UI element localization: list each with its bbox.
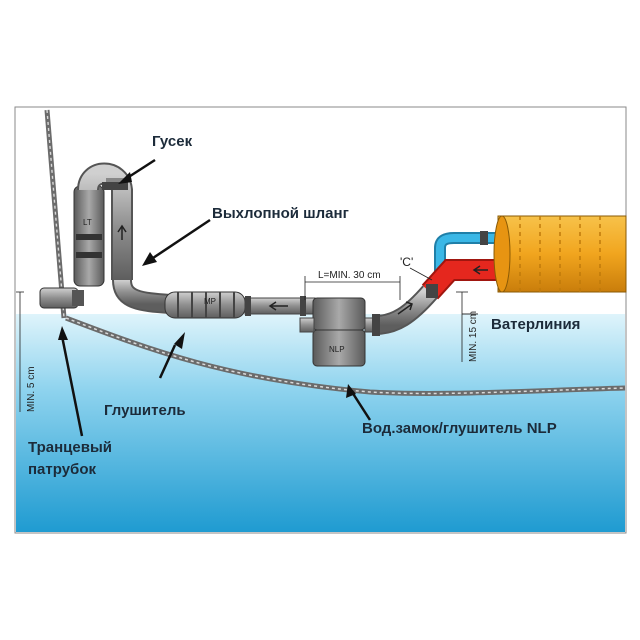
nlp-mark: NLP <box>329 345 345 354</box>
water <box>16 314 625 532</box>
mp-mark: MP <box>204 297 216 306</box>
label-waterline: Ватерлиния <box>491 316 580 333</box>
diagram-border <box>14 106 627 534</box>
hot-exhaust-pipe <box>421 259 500 300</box>
label-gooseneck: Гусек <box>152 133 193 150</box>
exhaust-hose: MP <box>112 278 316 319</box>
dimension-30cm: L=MIN. 30 cm 'C' <box>304 255 433 300</box>
pointer-arrows <box>58 158 372 437</box>
dimension-5cm: MIN. 5 cm <box>16 291 37 412</box>
transom-outlet <box>39 287 84 309</box>
c-mark-label: 'C' <box>400 255 413 269</box>
gooseneck-lt: LT <box>73 162 133 287</box>
mp-muffler: MP <box>164 291 246 319</box>
engine <box>493 215 627 293</box>
label-waterlock: Вод.замок/глушитель NLP <box>362 420 557 437</box>
label-transom-line2: патрубок <box>28 461 96 478</box>
min-5-label: MIN. 5 cm <box>26 366 37 412</box>
dimension-15cm: MIN. 15 cm <box>456 291 479 362</box>
min-15-label: MIN. 15 cm <box>468 311 479 362</box>
min-30-label: L=MIN. 30 cm <box>318 270 381 281</box>
lt-mark: LT <box>83 218 92 227</box>
label-exhaust-hose: Выхлопной шланг <box>212 205 349 222</box>
riser-pipe <box>372 285 438 336</box>
cooling-water-pipe <box>434 231 500 278</box>
label-transom-line1: Транцевый <box>28 439 112 456</box>
label-muffler: Глушитель <box>104 402 186 419</box>
